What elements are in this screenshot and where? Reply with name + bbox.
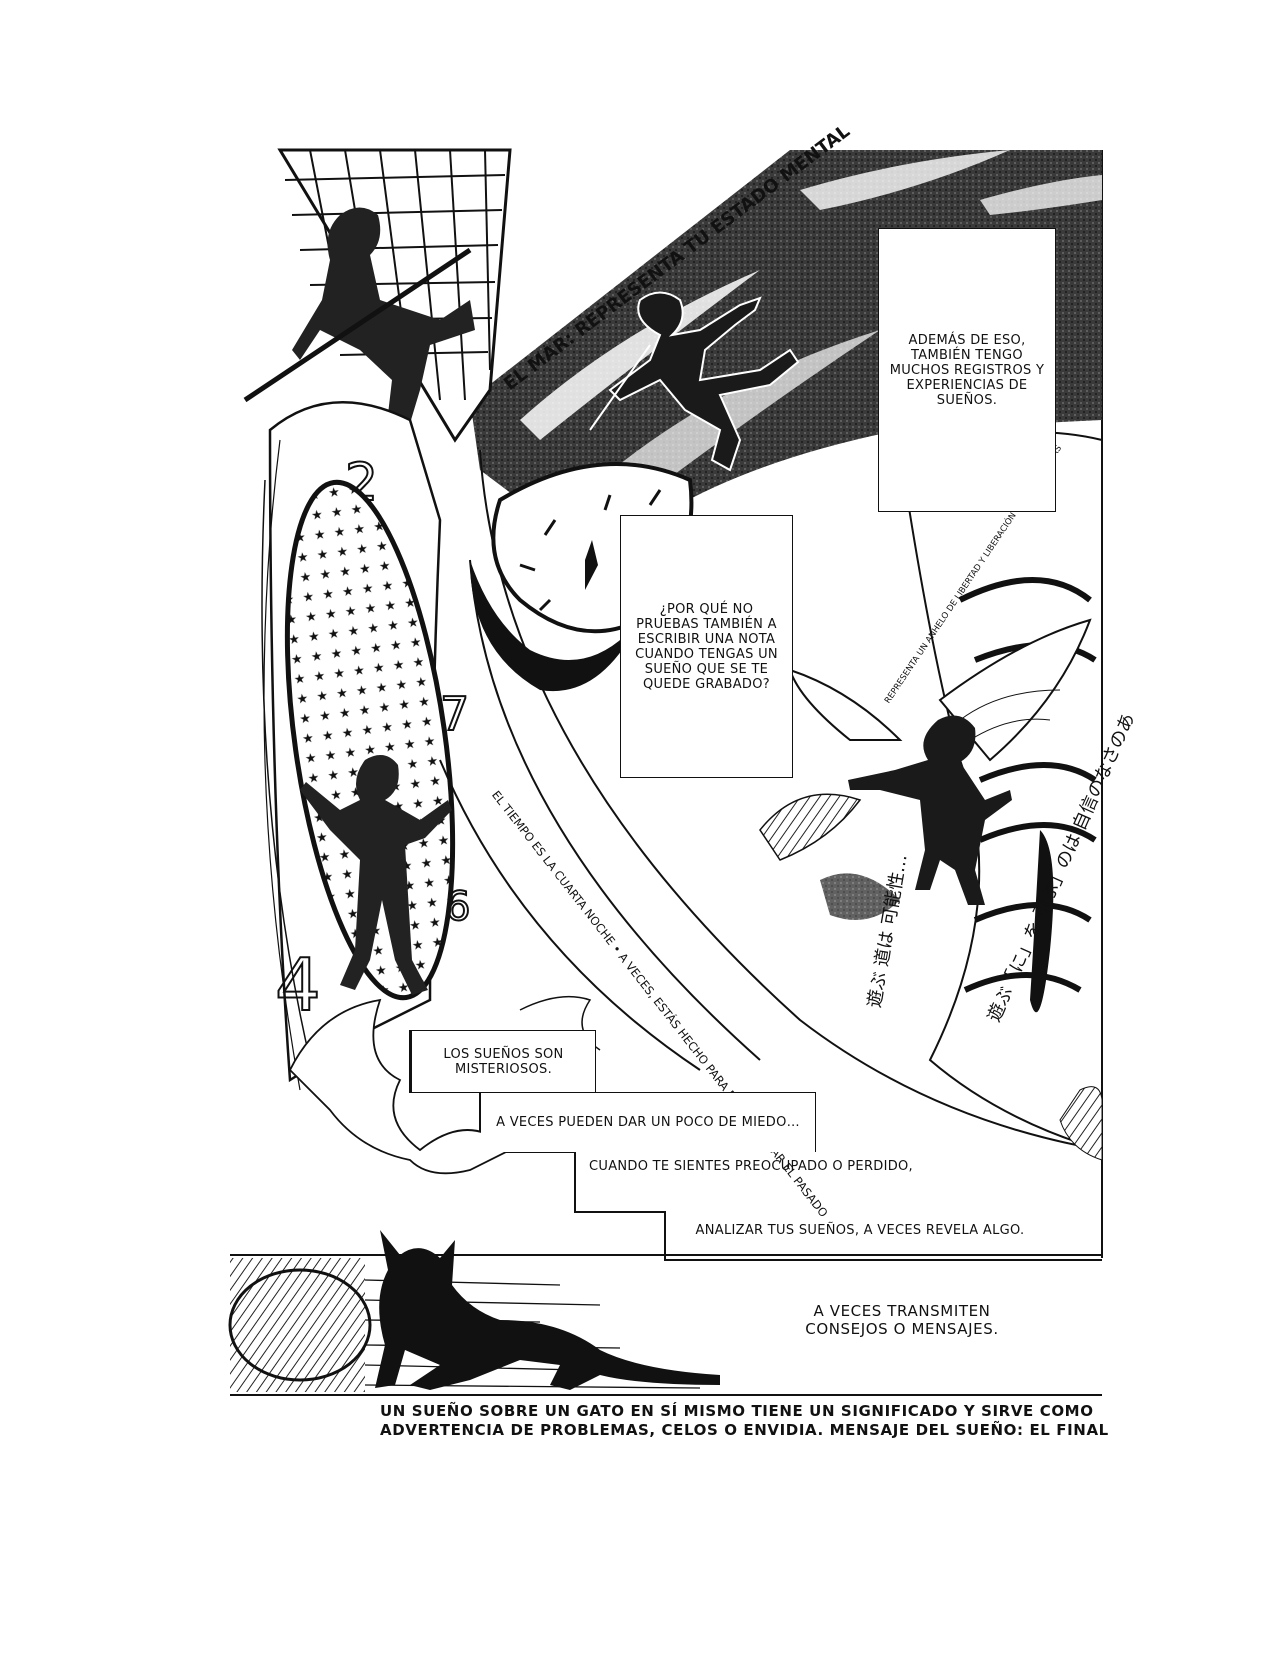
clock-numeral-4: 4	[275, 943, 321, 1027]
note-caption-text: ¿POR QUÉ NO PRUEBAS TAMBIÉN A ESCRIBIR U…	[635, 601, 778, 692]
book-pages	[898, 431, 1103, 1152]
stair-caption-4: ANALIZAR TUS SUEÑOS, A VECES REVELA ALGO…	[695, 1222, 1025, 1238]
stair-caption-2: A VECES PUEDEN DAR UN POCO DE MIEDO…	[481, 1092, 816, 1152]
records-caption-text: ADEMÁS DE ESO, TAMBIÉN TENGO MUCHOS REGI…	[889, 332, 1045, 408]
bottom-caption-line-1: UN SUEÑO SOBRE UN GATO EN SÍ MISMO TIENE…	[380, 1402, 1094, 1420]
note-caption-box: ¿POR QUÉ NO PRUEBAS TAMBIÉN A ESCRIBIR U…	[620, 515, 793, 778]
stair-caption-1: LOS SUEÑOS SON MISTERIOSOS.	[411, 1030, 596, 1092]
stair-caption-3: CUANDO TE SIENTES PREOCUPADO O PERDIDO,	[589, 1158, 913, 1174]
vortex-texture	[230, 1258, 365, 1392]
bottom-caption-line-2: ADVERTENCIA DE PROBLEMAS, CELOS O ENVIDI…	[380, 1421, 1109, 1439]
child-silhouette	[300, 755, 452, 995]
winged-figure	[788, 618, 1092, 905]
starry-portal	[284, 479, 456, 1001]
records-caption-box: ADEMÁS DE ESO, TAMBIÉN TENGO MUCHOS REGI…	[878, 228, 1056, 512]
cat-panel-caption: A VECES TRANSMITEN CONSEJOS O MENSAJES.	[805, 1302, 999, 1338]
running-figure	[608, 291, 800, 472]
cat-silhouette	[375, 1230, 720, 1390]
staircase	[409, 1030, 1102, 1261]
net-figure-silhouette	[292, 207, 475, 440]
